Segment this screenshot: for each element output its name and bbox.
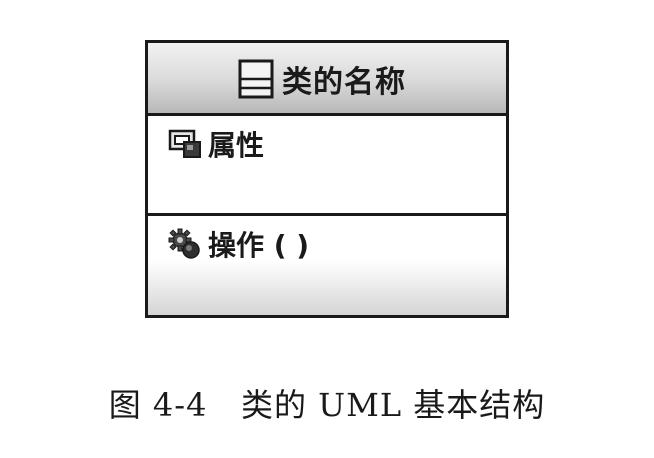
uml-class-box: 类的名称 属性 bbox=[145, 40, 509, 318]
class-name: 类的名称 bbox=[282, 65, 406, 100]
attributes-compartment: 属性 bbox=[148, 116, 506, 216]
figure-caption: 图 4-4 类的 UML 基本结构 bbox=[108, 386, 546, 424]
attributes-label: 属性 bbox=[208, 129, 265, 162]
attribute-icon bbox=[168, 129, 201, 158]
operation-gear-icon bbox=[168, 228, 200, 259]
operation-row: 操作 ( ) bbox=[168, 224, 309, 264]
class-name-compartment: 类的名称 bbox=[148, 43, 506, 116]
class-icon bbox=[238, 59, 274, 99]
attribute-row: 属性 bbox=[168, 124, 264, 164]
class-header-content: 类的名称 bbox=[238, 57, 406, 101]
operations-compartment: 操作 ( ) bbox=[148, 216, 506, 315]
operations-label: 操作 ( ) bbox=[208, 229, 310, 262]
